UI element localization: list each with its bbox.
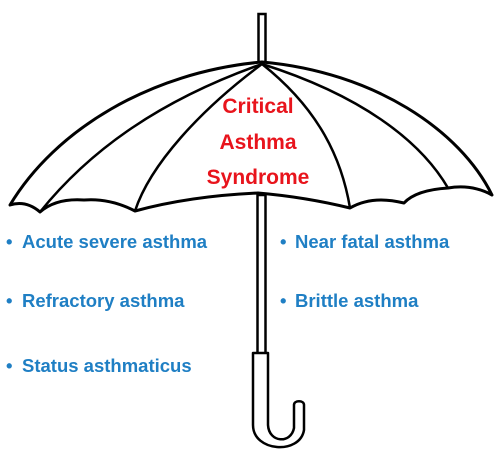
list-item-left-1: Acute severe asthma [22, 231, 208, 252]
list-item-right-2: Brittle asthma [295, 290, 419, 311]
title-line-3: Syndrome [207, 166, 310, 189]
title-line-2: Asthma [219, 131, 296, 154]
bullet-icon: • [6, 355, 12, 376]
list-item-right-1: Near fatal asthma [295, 231, 450, 252]
list-item-left-3: Status asthmaticus [22, 355, 192, 376]
umbrella-handle [253, 353, 304, 447]
bullet-icon: • [280, 290, 286, 311]
umbrella-shaft [258, 195, 266, 355]
bullet-icon: • [6, 290, 12, 311]
bullet-icon: • [280, 231, 286, 252]
list-item-left-2: Refractory asthma [22, 290, 185, 311]
title-line-1: Critical [222, 95, 293, 118]
bullet-icon: • [6, 231, 12, 252]
